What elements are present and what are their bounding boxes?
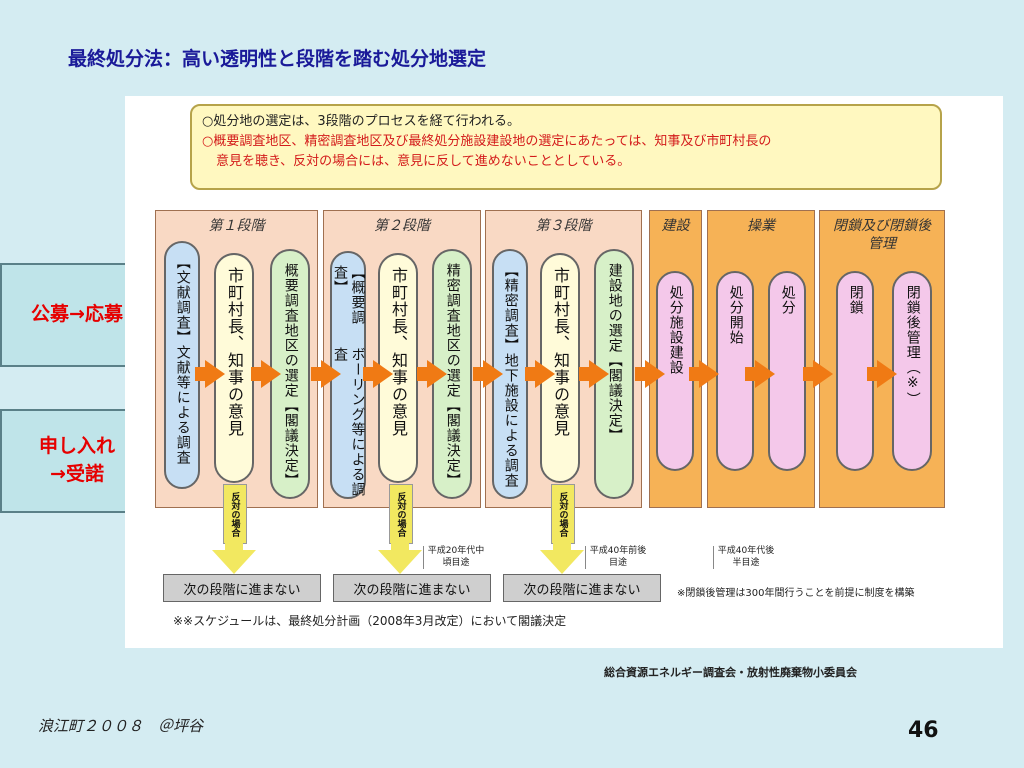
opposition-box: 反対の場合 (551, 484, 575, 544)
construction-text: 処分施設建設 (667, 285, 684, 375)
flow-arrow (579, 360, 609, 388)
post-closure-pill: 閉鎖後管理（※） (892, 271, 932, 471)
disposal-text: 処分 (779, 285, 796, 315)
selection-tag: 【閣議決定】 (282, 398, 299, 488)
down-arrow (378, 550, 422, 574)
note-line-2: ○概要調査地区、精密調査地区及び最終処分施設建設地の選定にあたっては、知事及び市… (202, 134, 772, 150)
selection-text: 建設地の選定 (606, 263, 623, 353)
stage-heading: 第２段階 (374, 218, 430, 234)
stage-operation: 操業 処分開始 処分 (707, 210, 815, 508)
stage-3: 第３段階 【精密調査】 地下施設による調査 市町村長、知事の意見 建設地の選定 … (485, 210, 642, 508)
selection-tag: 【閣議決定】 (444, 398, 461, 488)
next-stage-box: 次の段階に進まない (163, 574, 321, 602)
side-box-label: 公募→応募 (31, 303, 123, 326)
down-arrow (540, 550, 584, 574)
flow-arrow (525, 360, 555, 388)
stage-closure: 閉鎖及び閉鎖後管理 閉鎖 閉鎖後管理（※） (819, 210, 945, 508)
opinion-text: 市町村長、知事の意見 (389, 267, 408, 437)
down-arrow-stem (225, 542, 243, 552)
stage-heading: 操業 (747, 218, 775, 234)
next-stage-label: 次の段階に進まない (523, 582, 641, 598)
opinion-text: 市町村長、知事の意見 (551, 267, 570, 437)
stage-2: 第２段階 【概要調査】 ボーリング等による調査 市町村長、知事の意見 精密調査地… (323, 210, 481, 508)
flow-arrow (745, 360, 775, 388)
flow-arrow (251, 360, 281, 388)
down-arrow-stem (553, 542, 571, 552)
disposal-start-text: 処分開始 (727, 285, 744, 345)
flow-arrow (635, 360, 665, 388)
timeline-note: 平成40年代後半目途 (713, 546, 776, 570)
footer-author: 浪江町２００８ ＠坪谷 (38, 717, 204, 735)
survey-tag: 【概要調査】 (332, 265, 366, 325)
note-box: ○処分地の選定は、3段階のプロセスを経て行われる。 ○概要調査地区、精密調査地区… (190, 104, 942, 190)
survey-pill: 【文献調査】 文献等による調査 (164, 241, 200, 489)
stage-construction: 建設 処分施設建設 (649, 210, 702, 508)
footnote-schedule: ※※スケジュールは、最終処分計画（2008年3月改定）において閣議決定 (173, 614, 567, 628)
process-diagram: ○処分地の選定は、3段階のプロセスを経て行われる。 ○概要調査地区、精密調査地区… (125, 96, 1003, 648)
next-stage-box: 次の段階に進まない (333, 574, 491, 602)
stage-heading: 閉鎖及び閉鎖後管理 (833, 218, 931, 253)
survey-tag: 【精密調査】 (502, 263, 519, 353)
survey-text: 地下施設による調査 (502, 353, 519, 488)
closure-text: 閉鎖 (847, 285, 864, 315)
next-stage-box: 次の段階に進まない (503, 574, 661, 602)
down-arrow (212, 550, 256, 574)
footnote-closure: ※閉鎖後管理は300年間行うことを前提に制度を構築 (677, 588, 915, 599)
post-closure-text: 閉鎖後管理（※） (904, 285, 921, 407)
timeline-note: 平成40年前後目途 (585, 546, 648, 570)
next-stage-label: 次の段階に進まない (353, 582, 471, 598)
timeline-note: 平成20年代中頃目途 (423, 546, 486, 570)
opinion-pill: 市町村長、知事の意見 (214, 253, 254, 483)
slide-title: 最終処分法：高い透明性と段階を踏む処分地選定 (68, 48, 487, 70)
selection-text: 概要調査地区の選定 (282, 263, 299, 398)
selection-tag: 【閣議決定】 (606, 353, 623, 443)
note-line-3: 意見を聴き、反対の場合には、意見に反して進めないこととしている。 (216, 154, 631, 170)
flow-arrow (803, 360, 833, 388)
flow-arrow (417, 360, 447, 388)
down-arrow-stem (391, 542, 409, 552)
next-stage-label: 次の段階に進まない (183, 582, 301, 598)
stage-1: 第１段階 【文献調査】 文献等による調査 市町村長、知事の意見 概要調査地区の選… (155, 210, 318, 508)
flow-arrow (867, 360, 897, 388)
opposition-box: 反対の場合 (223, 484, 247, 544)
flow-arrow (195, 360, 225, 388)
stage-heading: 第１段階 (208, 218, 265, 234)
page-number: 46 (908, 718, 939, 743)
flow-arrow (363, 360, 393, 388)
opposition-box: 反対の場合 (389, 484, 413, 544)
note-line-1: ○処分地の選定は、3段階のプロセスを経て行われる。 (202, 114, 520, 129)
survey-text: ボーリング等による調査 (332, 346, 366, 497)
survey-pill: 【概要調査】 ボーリング等による調査 (330, 251, 366, 499)
opinion-text: 市町村長、知事の意見 (225, 267, 244, 437)
survey-text: 文献等による調査 (174, 345, 191, 465)
flow-arrow (311, 360, 341, 388)
selection-text: 精密調査地区の選定 (444, 263, 461, 398)
side-box-label: 申し入れ→受諾 (38, 435, 115, 485)
flow-arrow (473, 360, 503, 388)
source-credit: 総合資源エネルギー調査会・放射性廃棄物小委員会 (604, 666, 857, 679)
survey-tag: 【文献調査】 (174, 255, 191, 345)
stage-heading: 建設 (661, 218, 690, 234)
flow-arrow (689, 360, 719, 388)
stage-heading: 第３段階 (535, 218, 592, 234)
